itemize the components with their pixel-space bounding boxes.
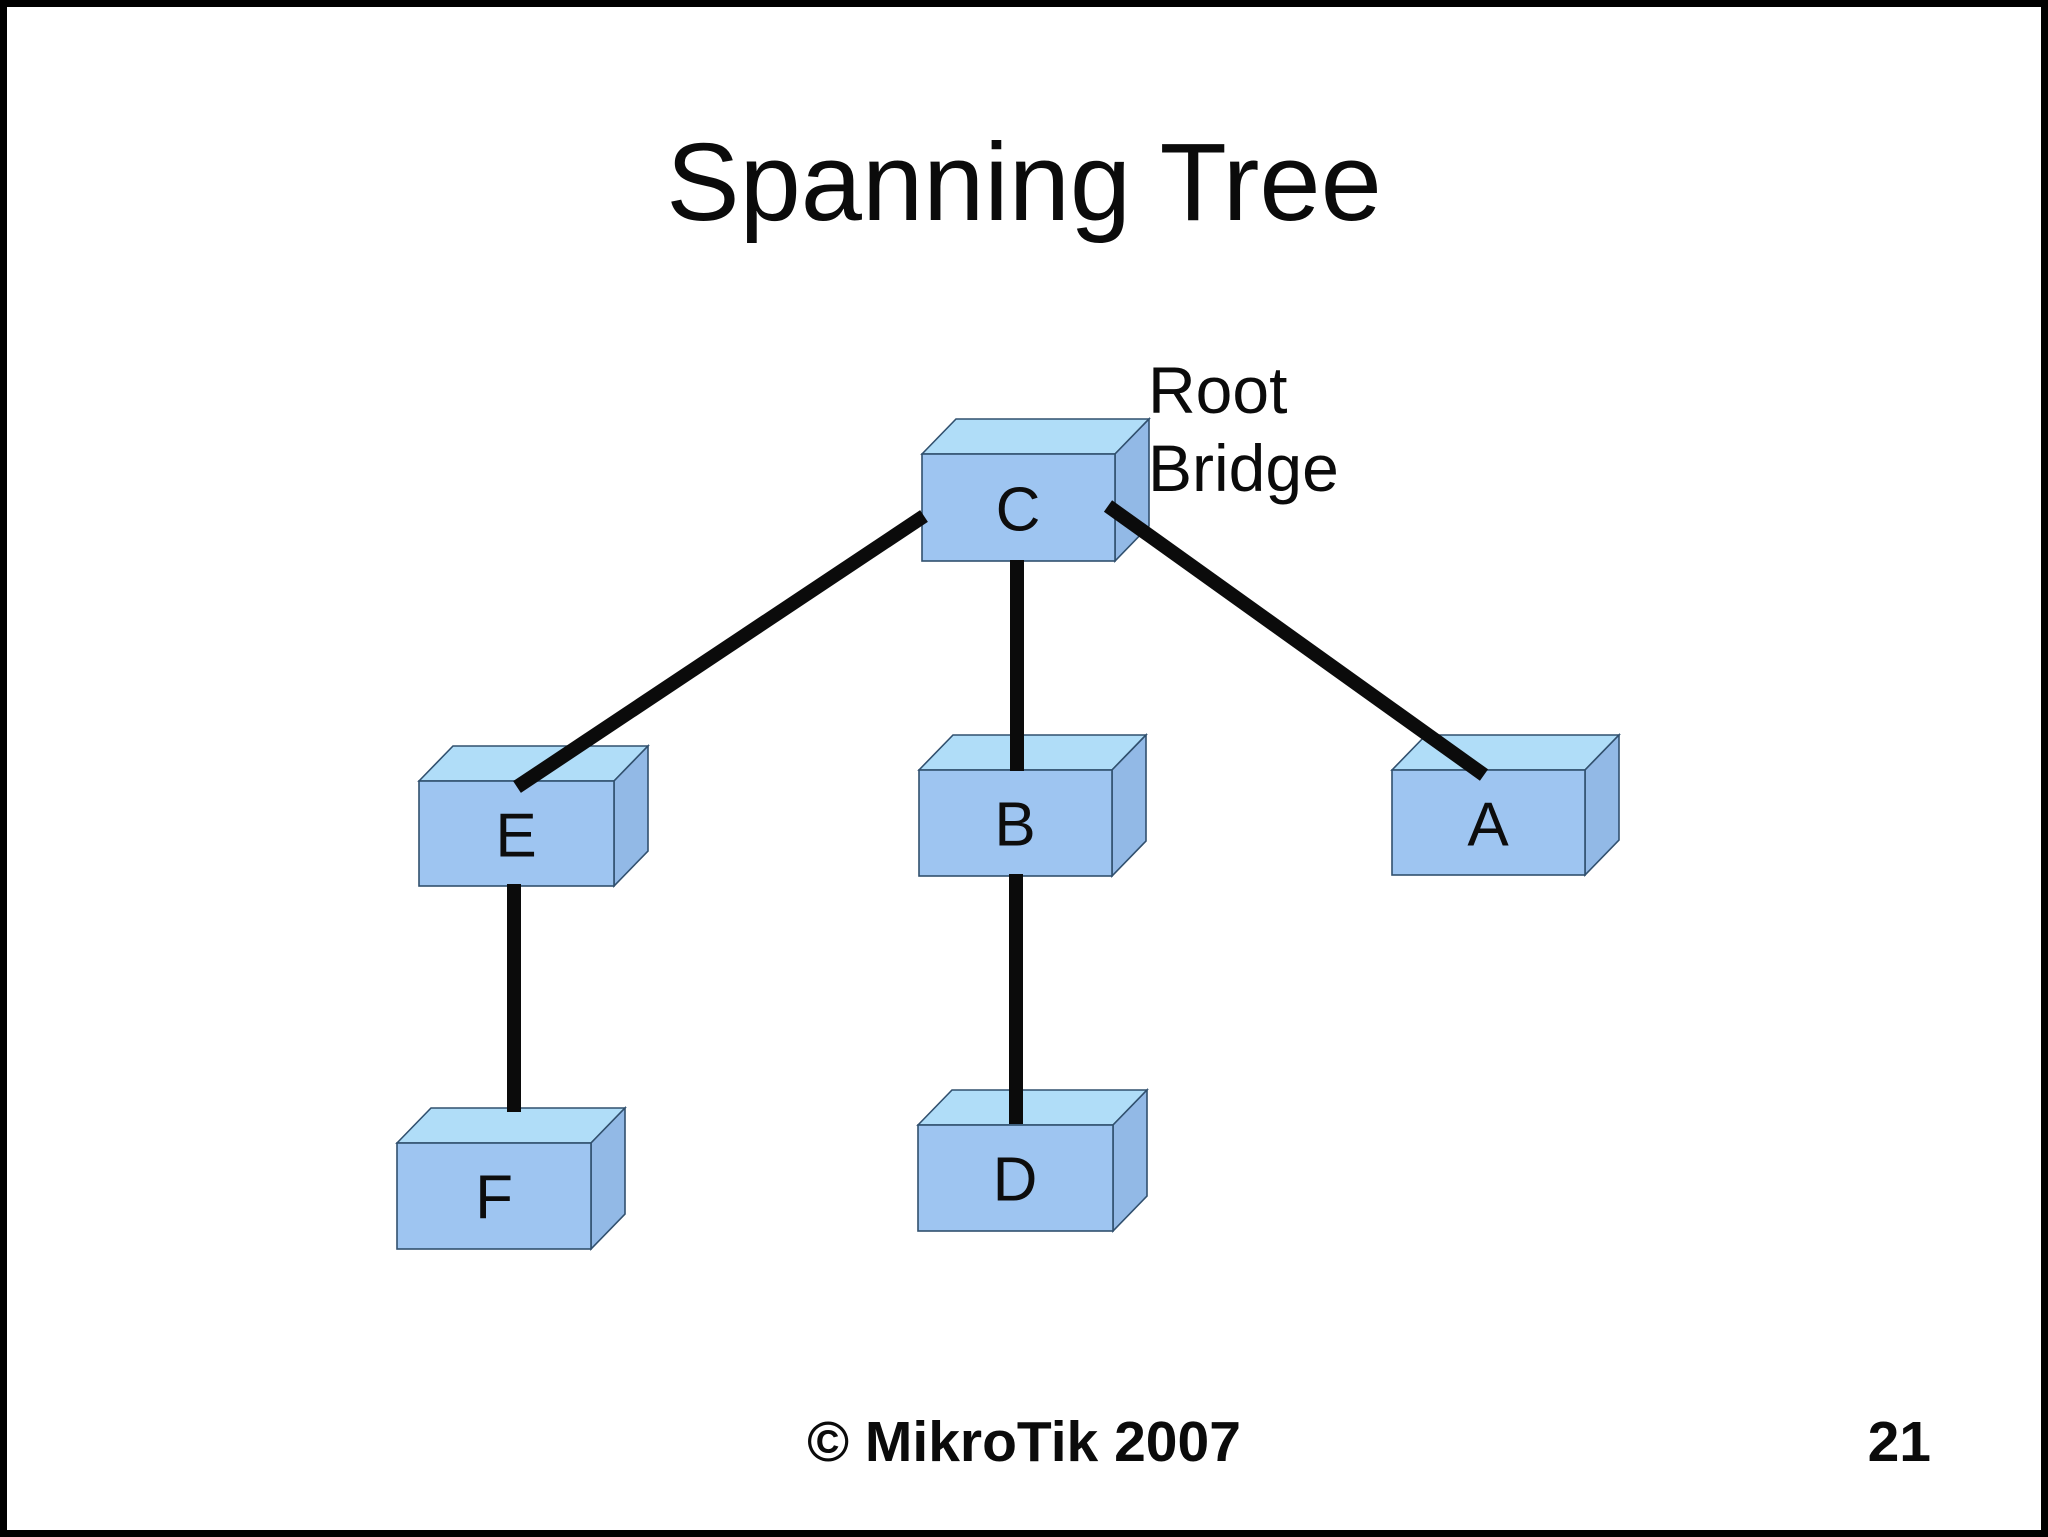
node-label-B: B [994, 791, 1035, 860]
node-box-E [417, 744, 650, 888]
node-box-A [1390, 733, 1621, 877]
node-C-front-face [921, 453, 1116, 562]
node-F-top-face [395, 1107, 627, 1144]
node-label-F: F [475, 1164, 513, 1233]
slide-title: Spanning Tree [666, 121, 1382, 244]
node-C-top-face [920, 418, 1151, 455]
node-D-front-face [917, 1124, 1114, 1232]
node-B-top-face [917, 734, 1148, 771]
node-box-F [395, 1106, 627, 1251]
node-A-front-face [1391, 769, 1586, 876]
node-label-E: E [495, 802, 536, 871]
node-label-A: A [1467, 791, 1509, 860]
node-label-D: D [993, 1146, 1038, 1215]
edge-C-E [513, 510, 928, 793]
root-bridge-annotation: Root Bridge [1148, 353, 1339, 505]
node-E-front-face [418, 780, 615, 887]
page-number: 21 [1867, 1410, 1931, 1474]
node-F-front-face [396, 1142, 592, 1250]
node-label-C: C [996, 476, 1041, 545]
spanning-tree-diagram: C E B A F D [395, 417, 1621, 1251]
node-box-D [916, 1088, 1149, 1233]
node-D-top-face [916, 1089, 1149, 1126]
edge-C-A [1103, 500, 1489, 781]
footer-copyright: © MikroTik 2007 [807, 1410, 1241, 1474]
